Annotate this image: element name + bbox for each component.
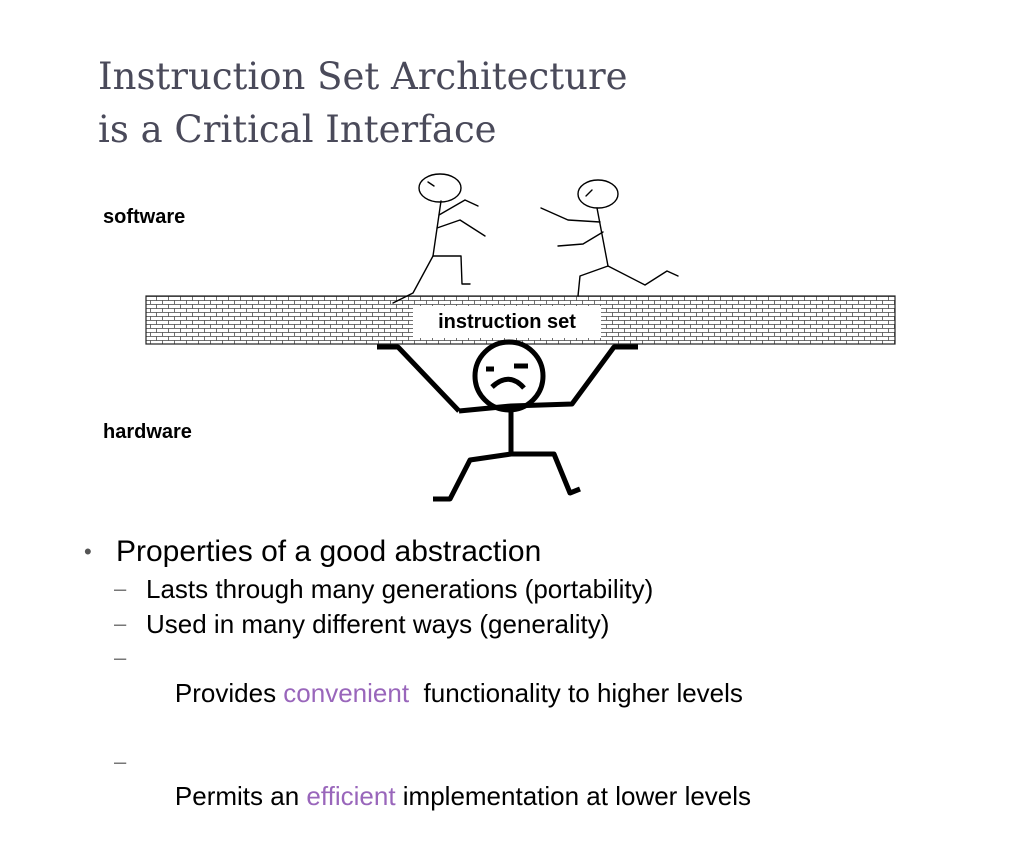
- highlight-efficient: efficient: [306, 781, 395, 811]
- sub-bullet-text: implementation at lower levels: [396, 781, 752, 811]
- hardware-figure: [377, 342, 638, 499]
- sub-bullet-4: – Permits an efficient implementation at …: [84, 745, 984, 848]
- dash-icon: –: [114, 641, 126, 676]
- sub-bullet-3: – Provides convenient functionality to hi…: [84, 641, 984, 745]
- bullet-main-text: Properties of a good abstraction: [116, 535, 541, 568]
- highlight-convenient: convenient: [283, 678, 409, 708]
- bullet-list: • Properties of a good abstraction –Last…: [84, 532, 984, 848]
- bullet-dot-icon: •: [84, 532, 92, 572]
- sub-bullet-1: –Lasts through many generations (portabi…: [84, 572, 984, 607]
- sub-bullet-text: Used in many different ways (generality): [146, 609, 609, 639]
- software-figure-left: [393, 174, 485, 303]
- dash-icon: –: [114, 745, 126, 780]
- instruction-set-label: instruction set: [413, 306, 601, 338]
- sub-bullet-text: Permits an: [175, 781, 307, 811]
- sub-bullet-text: Provides: [175, 678, 283, 708]
- sub-bullet-text: functionality to higher levels: [409, 678, 743, 708]
- bullet-main: • Properties of a good abstraction: [84, 532, 984, 572]
- dash-icon: –: [114, 607, 126, 642]
- sub-bullet-text: Lasts through many generations (portabil…: [146, 574, 653, 604]
- dash-icon: –: [114, 572, 126, 607]
- sub-bullet-2: –Used in many different ways (generality…: [84, 607, 984, 642]
- software-figure-right: [541, 180, 678, 296]
